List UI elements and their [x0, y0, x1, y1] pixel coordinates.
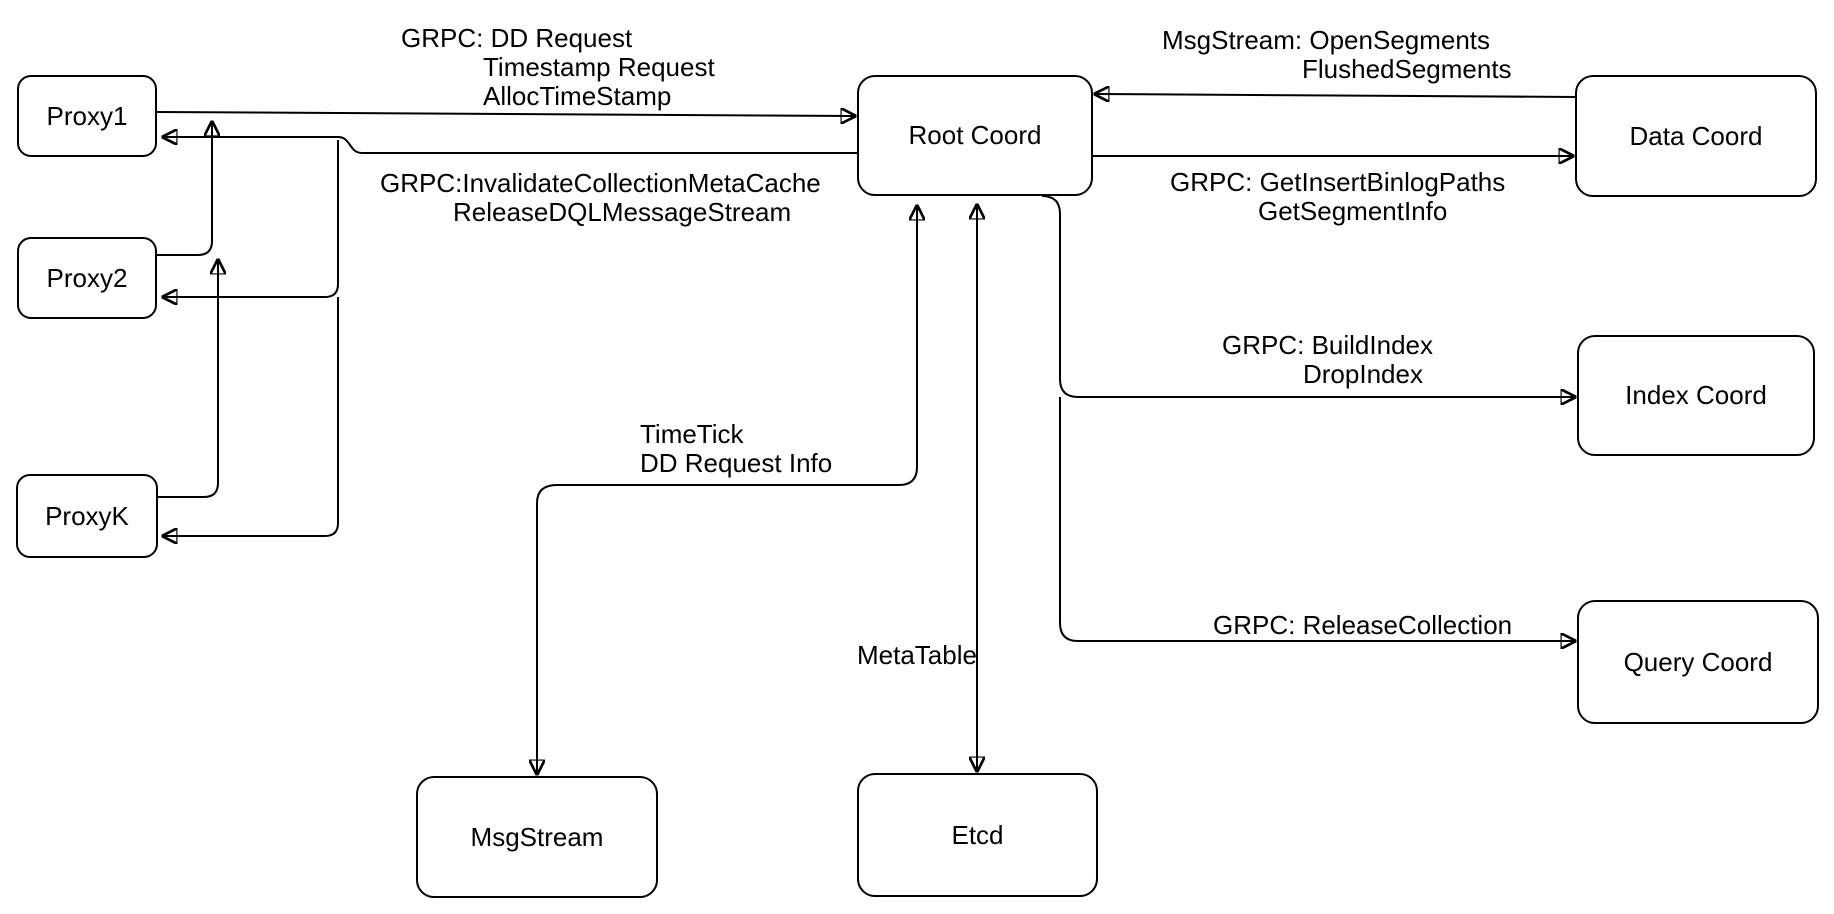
node-etcd: Etcd: [857, 773, 1098, 897]
node-proxyk: ProxyK: [16, 474, 158, 558]
edge-label-line: GRPC: DD Request: [401, 23, 633, 53]
node-msgstream: MsgStream: [416, 776, 658, 898]
edge-label-root-coord-to-index-coord: GRPC: BuildIndex DropIndex: [1222, 331, 1433, 389]
edge-label-root-coord-to-msgstream: TimeTick DD Request Info: [640, 420, 832, 478]
edge-label-line: GRPC: GetInsertBinlogPaths: [1170, 167, 1506, 197]
edge-proxy1-to-root-coord: [156, 112, 855, 116]
edge-label-proxy-to-root-coord: GRPC: DD Request Timestamp Request Alloc…: [401, 24, 715, 111]
edge-label-line: ReleaseDQLMessageStream: [453, 197, 792, 227]
edge-root-coord-msgstream: [537, 205, 918, 774]
edge-label-line: FlushedSegments: [1302, 54, 1512, 84]
node-index-coord: Index Coord: [1577, 335, 1815, 456]
edge-label-line: MsgStream: OpenSegments: [1162, 25, 1491, 55]
edge-proxyk-merge-up: [158, 260, 218, 498]
edge-root-coord-to-query-coord: [1059, 397, 1575, 641]
edge-label-line: GRPC: BuildIndex: [1222, 330, 1433, 360]
edge-label-root-coord-to-query-coord: GRPC: ReleaseCollection: [1213, 611, 1512, 640]
node-root-coord: Root Coord: [857, 75, 1093, 196]
edge-root-coord-to-proxy1: [163, 137, 857, 154]
edge-label-root-coord-to-etcd: MetaTable: [857, 641, 977, 670]
node-proxy2: Proxy2: [17, 237, 157, 319]
edge-label-line: GRPC:InvalidateCollectionMetaCache: [380, 168, 821, 198]
edge-label-line: DD Request Info: [640, 448, 833, 478]
edge-label-line: AllocTimeStamp: [483, 81, 672, 111]
edge-label-line: TimeTick: [640, 419, 744, 449]
node-proxy1: Proxy1: [17, 75, 157, 157]
node-data-coord: Data Coord: [1575, 75, 1817, 197]
edge-label-data-coord-to-root-coord: MsgStream: OpenSegments FlushedSegments: [1162, 26, 1512, 84]
node-query-coord: Query Coord: [1577, 600, 1819, 724]
edge-label-line: MetaTable: [857, 640, 977, 670]
edge-root-coord-to-proxyk: [163, 297, 339, 536]
edge-label-line: GetSegmentInfo: [1258, 196, 1448, 226]
edge-label-line: Timestamp Request: [483, 52, 715, 82]
edge-proxy2-merge-up: [157, 122, 212, 256]
edge-root-coord-to-index-coord: [1041, 195, 1575, 397]
edge-label-line: GRPC: ReleaseCollection: [1213, 610, 1513, 640]
edge-root-coord-to-proxy2: [163, 140, 339, 297]
edge-label-root-coord-to-data-coord: GRPC: GetInsertBinlogPaths GetSegmentInf…: [1170, 168, 1505, 226]
edge-label-root-coord-to-proxy: GRPC:InvalidateCollectionMetaCache Relea…: [380, 169, 821, 227]
edge-label-line: DropIndex: [1303, 359, 1423, 389]
edge-data-coord-to-root-coord: [1095, 94, 1576, 97]
